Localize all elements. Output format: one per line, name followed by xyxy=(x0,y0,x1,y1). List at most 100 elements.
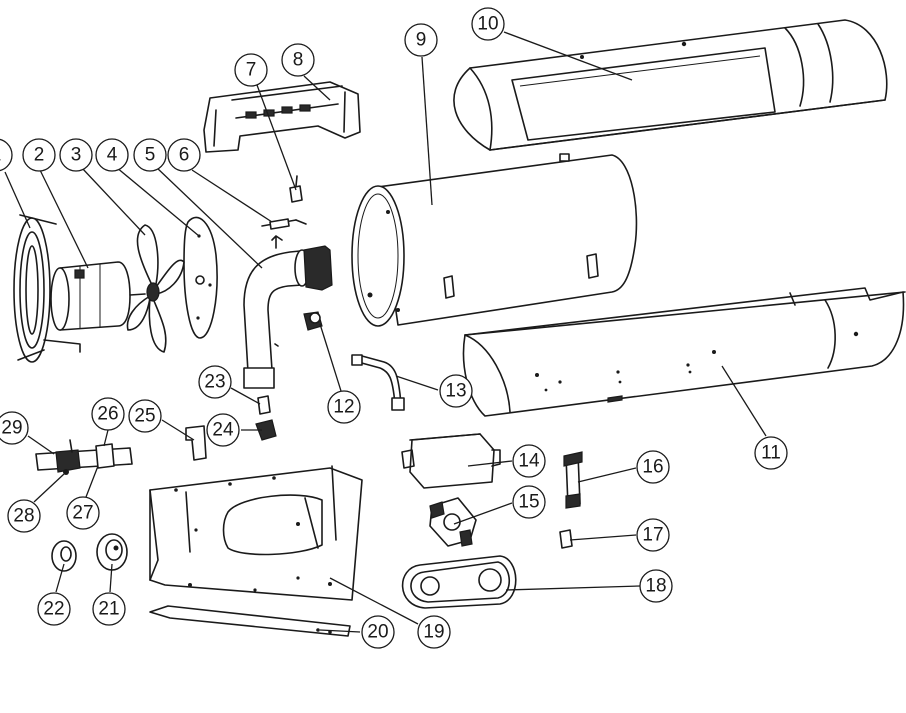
leader-14 xyxy=(467,460,513,467)
svg-text:6: 6 xyxy=(179,145,190,166)
leader-5 xyxy=(155,166,263,269)
part-23-nozzle xyxy=(257,395,271,415)
svg-text:27: 27 xyxy=(72,503,93,524)
svg-text:7: 7 xyxy=(246,60,257,81)
callout-25: 25 xyxy=(128,399,162,433)
callout-10: 10 xyxy=(471,7,505,41)
part-2-motor xyxy=(50,261,146,331)
callout-19: 19 xyxy=(417,615,451,649)
part-13-fuel-line xyxy=(351,354,405,411)
callout-20: 20 xyxy=(361,615,395,649)
leader-27 xyxy=(85,465,99,498)
svg-text:5: 5 xyxy=(145,145,156,166)
callout-24: 24 xyxy=(206,413,240,447)
leader-15 xyxy=(453,502,513,525)
part-11-bottom-shroud xyxy=(462,287,906,417)
leader-21 xyxy=(109,563,113,593)
callout-28: 28 xyxy=(7,499,41,533)
leader-10 xyxy=(503,31,633,81)
part-25-bracket xyxy=(185,425,207,461)
leader-20 xyxy=(319,629,361,633)
svg-text:13: 13 xyxy=(445,381,466,402)
callout-26: 26 xyxy=(91,397,125,431)
part-9-combustion-chamber xyxy=(351,153,638,327)
leader-1 xyxy=(4,171,31,229)
callout-27: 27 xyxy=(66,496,100,530)
leader-6 xyxy=(191,169,273,223)
leader-18 xyxy=(505,585,641,591)
callout-12: 12 xyxy=(327,390,361,424)
callout-14: 14 xyxy=(512,444,546,478)
part-6-electrode xyxy=(261,218,307,230)
leader-29 xyxy=(27,435,55,455)
svg-text:18: 18 xyxy=(645,576,666,597)
part-3-fan-blade xyxy=(126,224,185,353)
callout-18: 18 xyxy=(639,569,673,603)
svg-text:8: 8 xyxy=(293,50,304,71)
svg-text:14: 14 xyxy=(518,451,540,472)
leader-23 xyxy=(230,387,261,405)
svg-text:17: 17 xyxy=(642,525,663,546)
svg-text:4: 4 xyxy=(107,145,118,166)
svg-text:28: 28 xyxy=(13,506,34,527)
svg-text:25: 25 xyxy=(134,406,155,427)
part-1-fan-guard xyxy=(13,214,81,363)
leader-2 xyxy=(39,169,89,269)
svg-text:19: 19 xyxy=(423,622,444,643)
leader-8 xyxy=(303,75,331,101)
leader-3 xyxy=(81,167,146,236)
svg-text:2: 2 xyxy=(34,145,45,166)
leader-13 xyxy=(395,375,439,391)
callout-5: 5 xyxy=(133,138,167,172)
part-20-bottom-rail xyxy=(149,605,351,637)
svg-text:9: 9 xyxy=(416,30,427,51)
callouts: 1 2 3 4 5 6 7 8 9 10 11 12 13 14 15 16 1… xyxy=(0,7,788,649)
svg-text:24: 24 xyxy=(212,420,234,441)
svg-text:15: 15 xyxy=(518,492,539,513)
part-7-bracket xyxy=(289,175,303,203)
part-12-photocell xyxy=(303,311,323,331)
callout-6: 6 xyxy=(167,138,201,172)
leader-lines xyxy=(4,31,767,633)
leader-25 xyxy=(161,419,195,441)
leader-4 xyxy=(115,166,200,237)
svg-text:20: 20 xyxy=(367,622,388,643)
callout-1: 1 xyxy=(0,138,13,172)
part-5-elbow-tube xyxy=(243,235,333,389)
callout-15: 15 xyxy=(512,485,546,519)
callout-21: 21 xyxy=(92,592,126,626)
part-19-base-pan xyxy=(149,465,363,601)
callout-11: 11 xyxy=(754,436,788,470)
callout-3: 3 xyxy=(59,138,93,172)
part-15-pump xyxy=(429,497,477,547)
svg-text:3: 3 xyxy=(71,145,82,166)
svg-text:11: 11 xyxy=(761,443,781,464)
leader-19 xyxy=(329,577,419,625)
part-14-ignition-transformer xyxy=(401,433,501,489)
part-4-fan-plate xyxy=(183,216,218,339)
leader-22 xyxy=(55,563,65,593)
callout-7: 7 xyxy=(234,53,268,87)
part-17-fuse xyxy=(559,529,573,549)
svg-text:16: 16 xyxy=(642,457,663,478)
svg-text:23: 23 xyxy=(204,372,225,393)
part-18-gasket xyxy=(401,555,517,609)
leader-28 xyxy=(33,473,65,503)
leader-7 xyxy=(256,84,297,191)
svg-text:21: 21 xyxy=(98,599,119,620)
part-8-handle xyxy=(203,81,361,153)
callout-2: 2 xyxy=(22,138,56,172)
callout-9: 9 xyxy=(404,23,438,57)
callout-13: 13 xyxy=(439,374,473,408)
svg-text:1: 1 xyxy=(0,145,1,166)
svg-text:10: 10 xyxy=(477,14,498,35)
callout-29: 29 xyxy=(0,411,29,445)
callout-17: 17 xyxy=(636,518,670,552)
leader-16 xyxy=(577,467,637,483)
part-16-switch xyxy=(563,451,583,509)
callout-4: 4 xyxy=(95,138,129,172)
svg-text:12: 12 xyxy=(333,397,354,418)
callout-16: 16 xyxy=(636,450,670,484)
svg-text:29: 29 xyxy=(1,418,22,439)
